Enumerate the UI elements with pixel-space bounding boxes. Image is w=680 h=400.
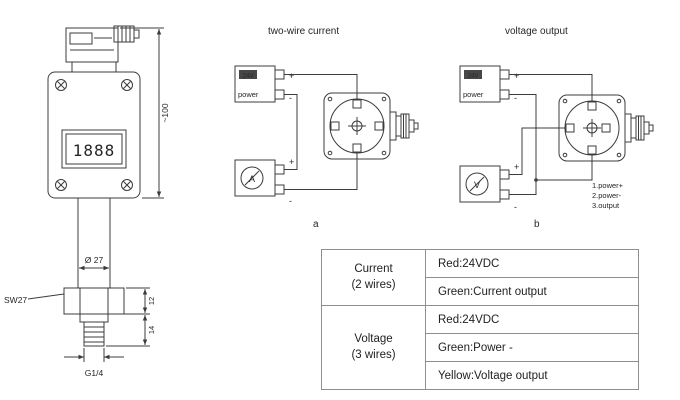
diagram-voltage-output: voltage output 24V power + - V + -: [459, 26, 654, 230]
sensor-plug: [624, 113, 654, 143]
nut-height-label: 12: [147, 297, 156, 305]
table-cell-voltage-red: Red:24VDC: [425, 305, 639, 334]
ammeter-plus-mark: +: [289, 157, 294, 167]
transmitter-drawing: 1888 Ø 27 SW27: [4, 25, 170, 378]
sensor-symbol: [323, 92, 419, 160]
hex-nut: [63, 287, 125, 315]
table-cell-current-green: Green:Current output: [425, 277, 639, 306]
power-supply: 24V power + -: [459, 65, 519, 103]
dim-diameter: Ø 27: [79, 255, 109, 271]
connector-head: [65, 27, 119, 73]
wire-junction: [534, 178, 538, 182]
power-voltage-badge: 24V: [243, 74, 254, 80]
thread-length-label: 14: [147, 326, 156, 334]
corner-screw-icon: [121, 79, 133, 91]
wire: [284, 74, 358, 100]
power-minus-mark: -: [289, 93, 292, 103]
voltmeter-minus-mark: -: [514, 202, 517, 212]
table-cell-voltage-yellow: Yellow:Voltage output: [425, 361, 639, 390]
wiring-table: Current (2 wires) Red:24VDC Green:Curren…: [321, 249, 639, 390]
power-supply: 24V power + -: [234, 65, 294, 103]
wire: [509, 94, 537, 195]
table-row: Yellow:Voltage output: [322, 361, 639, 390]
thread-size-label: G1/4: [85, 368, 104, 378]
voltmeter: V + -: [459, 162, 519, 212]
housing: 1888: [47, 71, 141, 199]
label-sw27: SW27: [4, 293, 65, 305]
table-row: Green:Power -: [322, 333, 639, 362]
sensor-plug: [389, 111, 419, 141]
diagram-a-title: two-wire current: [268, 26, 339, 37]
power-voltage-badge: 24V: [468, 74, 479, 80]
diagram-two-wire-current: two-wire current 24V power + - A + -: [234, 26, 419, 230]
voltmeter-label: V: [474, 180, 480, 190]
table-row: Green:Current output: [322, 277, 639, 306]
dim-height: ~100: [120, 27, 170, 199]
thread: [79, 313, 109, 347]
power-label: power: [238, 90, 259, 99]
corner-screw-icon: [55, 79, 67, 91]
stem: [77, 197, 111, 289]
dim-nut-height: 12: [110, 287, 156, 315]
wire: [509, 74, 593, 102]
wire: [284, 94, 298, 170]
table-cell-current-red: Red:24VDC: [425, 249, 639, 278]
table-cell-voltage-green: Green:Power -: [425, 333, 639, 362]
pin-label-2: 2.power-: [592, 191, 622, 200]
power-plus-mark: +: [514, 71, 519, 81]
sensor-symbol: [558, 94, 654, 162]
ammeter: A + -: [234, 157, 294, 206]
diagram-a-caption: a: [313, 219, 319, 230]
pin-label-1: 1.power+: [592, 181, 624, 190]
wire: [284, 152, 358, 190]
table-row: Current (2 wires) Red:24VDC: [321, 249, 639, 306]
power-plus-mark: +: [289, 71, 294, 81]
corner-screw-icon: [121, 179, 133, 191]
ammeter-minus-mark: -: [289, 196, 292, 206]
wrench-size-label: SW27: [4, 295, 27, 305]
voltmeter-plus-mark: +: [514, 162, 519, 172]
wire: [509, 127, 566, 175]
dim-thread-size: G1/4: [64, 348, 124, 378]
table-row: Voltage (3 wires) Red:24VDC: [321, 305, 639, 390]
display-value: 1888: [73, 141, 116, 160]
dim-thread-length: 14: [106, 315, 156, 347]
power-label: power: [463, 90, 484, 99]
table-label-current: Current (2 wires): [321, 249, 426, 306]
table-label-voltage: Voltage (3 wires): [321, 305, 426, 390]
dim-diameter-label: Ø 27: [85, 255, 104, 265]
diagram-b-title: voltage output: [505, 26, 568, 37]
pin-label-3: 3.output: [592, 201, 620, 210]
corner-screw-icon: [55, 179, 67, 191]
display-window: 1888: [61, 129, 127, 169]
wire: [536, 154, 593, 181]
diagram-b-caption: b: [534, 219, 540, 230]
ammeter-label: A: [249, 174, 255, 184]
pin-assignment-list: 1.power+ 2.power- 3.output: [592, 181, 624, 210]
power-minus-mark: -: [514, 93, 517, 103]
height-label: ~100: [160, 103, 170, 122]
